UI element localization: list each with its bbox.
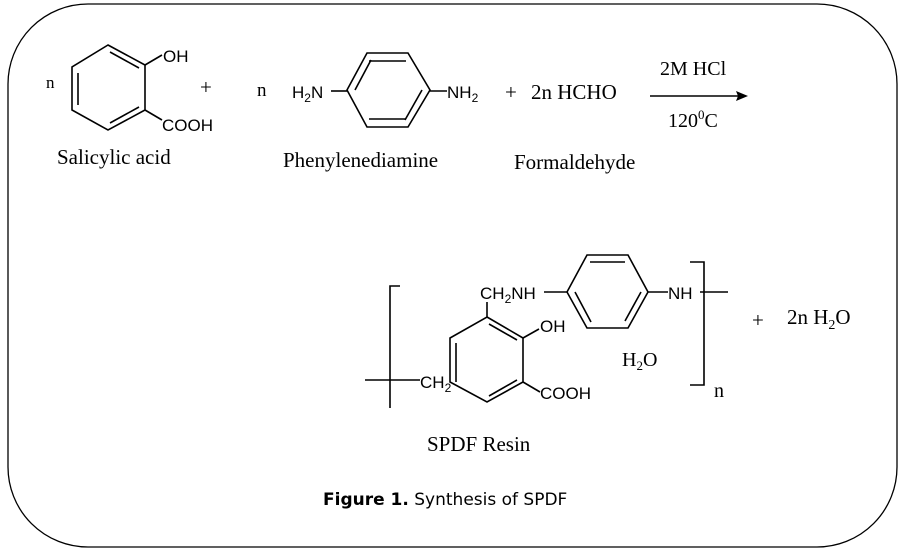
product-ch2-label: CH2 (420, 373, 452, 395)
formaldehyde-formula: 2n HCHO (531, 80, 617, 104)
salicylic-acid-name: Salicylic acid (57, 145, 171, 169)
spdf-resin-structure (365, 254, 728, 408)
salicylic-coefficient: n (46, 73, 55, 92)
product-nh-label: NH (668, 284, 693, 303)
phenylenediamine-right-amine: NH2 (447, 83, 479, 105)
product-oh-label: OH (540, 317, 566, 336)
product-ch2nh-label: CH2NH (480, 284, 536, 306)
figure-caption: Figure 1. Synthesis of SPDF (323, 490, 567, 510)
salicylic-acid-structure (71, 44, 163, 131)
product-cooh-label: COOH (540, 384, 591, 403)
formaldehyde-name: Formaldehyde (514, 150, 635, 174)
reaction-arrow-icon (650, 91, 748, 101)
plus-sign: + (505, 80, 517, 104)
spdf-resin-name: SPDF Resin (427, 432, 531, 456)
salicylic-cooh-label: COOH (162, 116, 213, 135)
plus-sign: + (200, 75, 212, 99)
temperature-label: 1200C (668, 107, 718, 132)
salicylic-oh-label: OH (163, 47, 189, 66)
phenylenediamine-structure (331, 52, 447, 128)
phenylenediamine-coefficient: n (257, 80, 267, 101)
repeat-unit-n: n (714, 380, 724, 402)
catalyst-label: 2M HCl (660, 58, 727, 80)
byproduct-water: 2n H2O (787, 305, 851, 333)
figure-frame (7, 3, 898, 548)
phenylenediamine-name: Phenylenediamine (283, 148, 438, 172)
product-water-label: H2O (622, 349, 657, 373)
phenylenediamine-left-amine: H2N (292, 83, 323, 105)
plus-sign: + (752, 308, 764, 332)
